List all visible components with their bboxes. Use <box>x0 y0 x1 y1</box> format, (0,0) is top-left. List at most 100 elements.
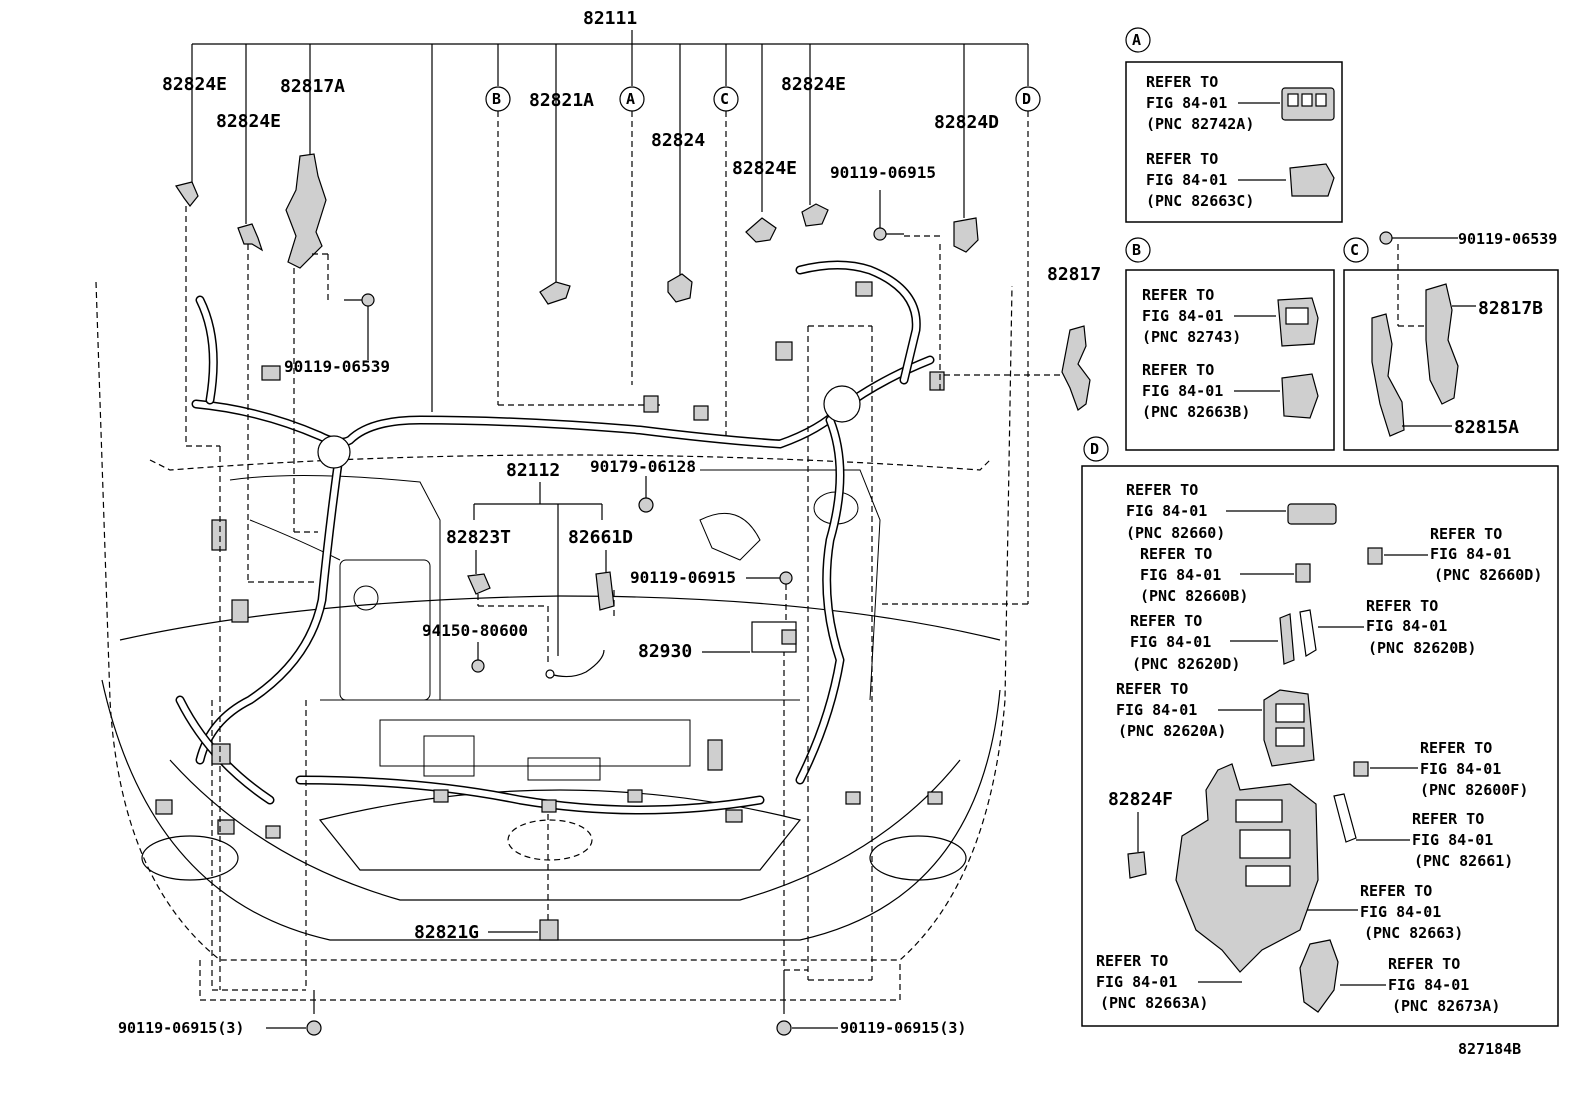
clip-82824E-1-icon <box>175 181 199 207</box>
svg-text:(PNC 82600F): (PNC 82600F) <box>1420 781 1528 799</box>
svg-text:REFER TO: REFER TO <box>1140 545 1212 563</box>
svg-text:FIG 84-01: FIG 84-01 <box>1142 307 1223 325</box>
svg-text:REFER TO: REFER TO <box>1412 810 1484 828</box>
clip-82824E-4-icon <box>745 217 777 243</box>
connector-82661D-icon <box>545 550 615 679</box>
svg-text:FIG 84-01: FIG 84-01 <box>1146 171 1227 189</box>
bolt-90119-06539-c-icon <box>1379 231 1458 327</box>
junction-block-82663-icon <box>1175 763 1319 973</box>
panel-c-part2-label: 82815A <box>1454 417 1519 438</box>
svg-text:FIG 84-01: FIG 84-01 <box>1130 633 1211 651</box>
panel-b: B REFER TO FIG 84-01 (PNC 82743) REFER T… <box>1125 237 1335 451</box>
clip-82824E-2-icon <box>237 223 264 252</box>
svg-text:FIG 84-01: FIG 84-01 <box>1388 976 1469 994</box>
svg-text:FIG 84-01: FIG 84-01 <box>1116 701 1197 719</box>
relay-82661-icon <box>1333 793 1357 843</box>
circle-ref-a-main: A <box>619 86 645 385</box>
panel-a: A REFER TO FIG 84-01 (PNC 82742A) REFER … <box>1125 27 1343 223</box>
callout-90119-06915-3-right: 90119-06915(3) <box>840 1019 966 1037</box>
left-dashed-leaders <box>185 206 318 1014</box>
svg-text:(PNC 82743): (PNC 82743) <box>1142 328 1241 346</box>
svg-text:FIG 84-01: FIG 84-01 <box>1096 973 1177 991</box>
svg-text:(PNC 82663A): (PNC 82663A) <box>1100 994 1208 1012</box>
callout-90179-06128: 90179-06128 <box>590 457 696 476</box>
bracket-82817A-icon <box>285 153 327 269</box>
relay-82660-icon <box>1287 503 1337 525</box>
svg-text:REFER TO: REFER TO <box>1130 612 1202 630</box>
svg-text:REFER TO: REFER TO <box>1126 481 1198 499</box>
callout-90119-06915-top: 90119-06915 <box>830 163 936 182</box>
svg-text:(PNC 82620A): (PNC 82620A) <box>1118 722 1226 740</box>
callout-82821G: 82821G <box>414 922 479 943</box>
svg-text:REFER TO: REFER TO <box>1096 952 1168 970</box>
svg-text:REFER TO: REFER TO <box>1366 597 1438 615</box>
bracket-82815A-icon <box>1371 313 1452 437</box>
svg-text:D: D <box>1022 90 1031 108</box>
figure-id: 827184B <box>1458 1040 1521 1058</box>
engine-compartment <box>229 469 881 781</box>
svg-text:REFER TO: REFER TO <box>1388 955 1460 973</box>
bracket-82112 <box>473 482 603 656</box>
panel-d-82824F-label: 82824F <box>1108 789 1173 810</box>
connector-82742A-icon <box>1281 87 1335 121</box>
callout-82817: 82817 <box>1047 264 1101 285</box>
svg-text:(PNC 82661): (PNC 82661) <box>1414 852 1513 870</box>
relay-block-82930-icon <box>702 621 797 653</box>
connector-82743-icon <box>1277 297 1319 347</box>
fuse-block-82620A-icon <box>1263 689 1315 767</box>
cover-82663B-icon <box>1281 373 1319 419</box>
callout-82824E-4: 82824E <box>732 158 797 179</box>
svg-text:FIG 84-01: FIG 84-01 <box>1360 903 1441 921</box>
circle-ref-c-main: C <box>713 86 790 441</box>
callout-82824E-2: 82824E <box>216 111 281 132</box>
callout-94150-80600: 94150-80600 <box>422 621 528 640</box>
panel-d-label: D <box>1090 440 1099 458</box>
sensor-82823T-icon <box>467 550 549 666</box>
top-bracket-82111 <box>191 30 1029 412</box>
callout-82112: 82112 <box>506 460 560 481</box>
callout-82821A: 82821A <box>529 90 594 111</box>
cover-82663C-icon <box>1289 163 1335 197</box>
bracket-82817B-icon <box>1425 283 1476 405</box>
svg-text:FIG 84-01: FIG 84-01 <box>1140 566 1221 584</box>
svg-text:REFER TO: REFER TO <box>1116 680 1188 698</box>
svg-text:FIG 84-01: FIG 84-01 <box>1146 94 1227 112</box>
relay-82660B-icon <box>1295 563 1311 583</box>
circle-ref-d-main: D <box>880 86 1041 605</box>
nut-94150-80600-icon <box>471 642 485 673</box>
bolt-90119-06915-3-left-icon <box>266 1020 322 1036</box>
svg-text:FIG 84-01: FIG 84-01 <box>1412 831 1493 849</box>
svg-text:FIG 84-01: FIG 84-01 <box>1142 382 1223 400</box>
callout-90119-06915-3-left: 90119-06915(3) <box>118 1019 244 1037</box>
bolt-90119-06539-left-icon <box>310 253 375 360</box>
panel-c-part1-label: 82817B <box>1478 298 1543 319</box>
callout-90119-06539-left: 90119-06539 <box>284 357 390 376</box>
relay-82660D-icon <box>1367 547 1383 565</box>
svg-text:(PNC 82663B): (PNC 82663B) <box>1142 403 1250 421</box>
svg-text:REFER TO: REFER TO <box>1420 739 1492 757</box>
main-wire-harness <box>175 260 935 815</box>
callout-82824D: 82824D <box>934 112 999 133</box>
bolt-90119-06915-3-right-icon <box>776 1020 838 1036</box>
svg-text:REFER TO: REFER TO <box>1142 361 1214 379</box>
callout-82661D: 82661D <box>568 527 633 548</box>
callout-82817A: 82817A <box>280 76 345 97</box>
svg-text:(PNC 82663): (PNC 82663) <box>1364 924 1463 942</box>
svg-text:(PNC 82660D): (PNC 82660D) <box>1434 566 1542 584</box>
svg-text:B: B <box>492 90 501 108</box>
svg-text:FIG 84-01: FIG 84-01 <box>1366 617 1447 635</box>
harness-connectors <box>155 281 945 839</box>
svg-text:(PNC 82742A): (PNC 82742A) <box>1146 115 1254 133</box>
svg-text:FIG 84-01: FIG 84-01 <box>1126 502 1207 520</box>
svg-text:REFER TO: REFER TO <box>1142 286 1214 304</box>
svg-text:(PNC 82660B): (PNC 82660B) <box>1140 587 1248 605</box>
bracket-82817-icon <box>940 325 1091 411</box>
svg-text:FIG 84-01: FIG 84-01 <box>1420 760 1501 778</box>
bolt-90119-06915-mid-icon <box>746 571 793 620</box>
clip-82824D-icon <box>953 217 979 253</box>
callout-82824: 82824 <box>651 130 705 151</box>
svg-text:REFER TO: REFER TO <box>1360 882 1432 900</box>
bolt-90179-06128-icon <box>638 476 654 513</box>
clip-82821G-icon <box>488 812 559 941</box>
